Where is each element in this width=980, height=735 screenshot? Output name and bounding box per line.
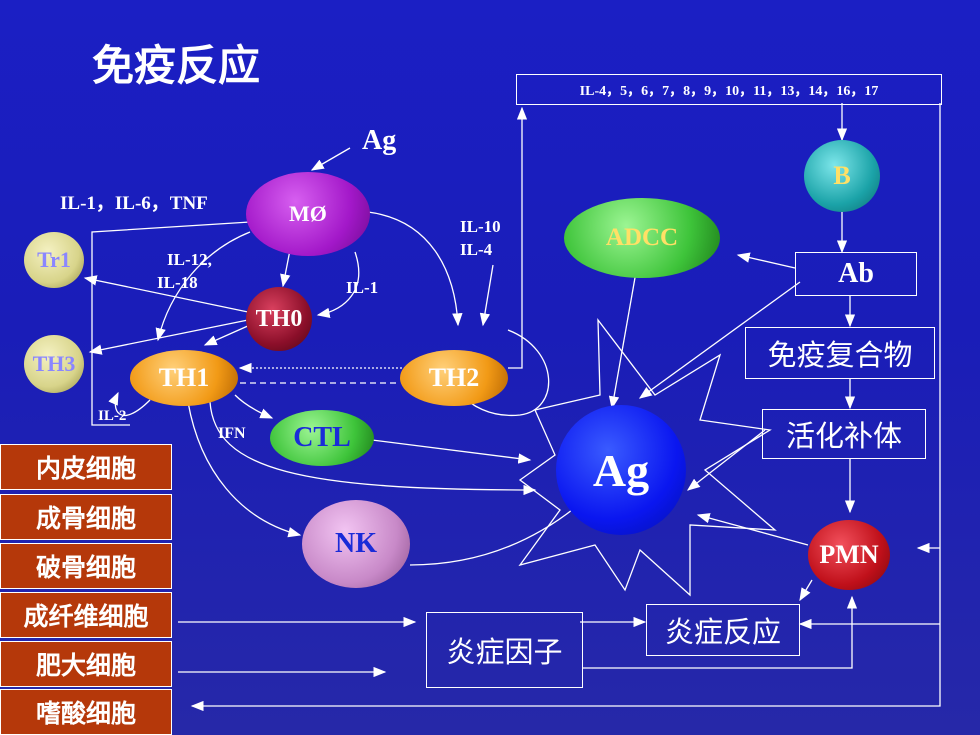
page-title: 免疫反应 bbox=[92, 41, 261, 90]
il-2-label: IL-2 bbox=[98, 408, 127, 424]
il-1-6-tnf-label: IL-1，IL-6，TNF bbox=[60, 193, 208, 214]
il-10-label: IL-10 bbox=[460, 217, 501, 236]
cell-osteoclast: 破骨细胞 bbox=[0, 543, 172, 589]
cell-osteoblast: 成骨细胞 bbox=[0, 494, 172, 540]
th3-node: TH3 bbox=[24, 335, 84, 393]
pmn-node: PMN bbox=[808, 520, 890, 590]
ag-label: Ag bbox=[362, 125, 397, 156]
th0-node: TH0 bbox=[246, 287, 312, 351]
inflammatory-factor-box: 炎症因子 bbox=[426, 612, 583, 688]
il-1-label: IL-1 bbox=[346, 278, 379, 297]
il-12-label: IL-12, bbox=[167, 250, 212, 269]
il-18-label: IL-18 bbox=[157, 273, 198, 292]
inflammation-box: 炎症反应 bbox=[646, 604, 800, 656]
adcc-node: ADCC bbox=[564, 198, 720, 278]
ifn-label: IFN bbox=[218, 425, 246, 442]
b-cell-node: B bbox=[804, 140, 880, 212]
tr1-node: Tr1 bbox=[24, 232, 84, 288]
complement-box: 活化补体 bbox=[762, 409, 926, 459]
antigen-node: Ag bbox=[556, 405, 686, 535]
cell-mast: 肥大细胞 bbox=[0, 641, 172, 687]
macrophage-node: MØ bbox=[246, 172, 370, 256]
th1-node: TH1 bbox=[130, 350, 238, 406]
immune-complex-box: 免疫复合物 bbox=[745, 327, 935, 379]
cytokine-box: IL-4，5，6，7，8，9，10，11，13，14，16，17 bbox=[516, 74, 942, 105]
cell-eosinophil: 嗜酸细胞 bbox=[0, 689, 172, 735]
ctl-node: CTL bbox=[270, 410, 374, 466]
th2-node: TH2 bbox=[400, 350, 508, 406]
cell-fibroblast: 成纤维细胞 bbox=[0, 592, 172, 638]
nk-node: NK bbox=[302, 500, 410, 588]
il-4-label: IL-4 bbox=[460, 240, 493, 259]
antibody-box: Ab bbox=[795, 252, 917, 296]
cell-endothelial: 内皮细胞 bbox=[0, 444, 172, 490]
ag-starburst bbox=[518, 318, 777, 597]
